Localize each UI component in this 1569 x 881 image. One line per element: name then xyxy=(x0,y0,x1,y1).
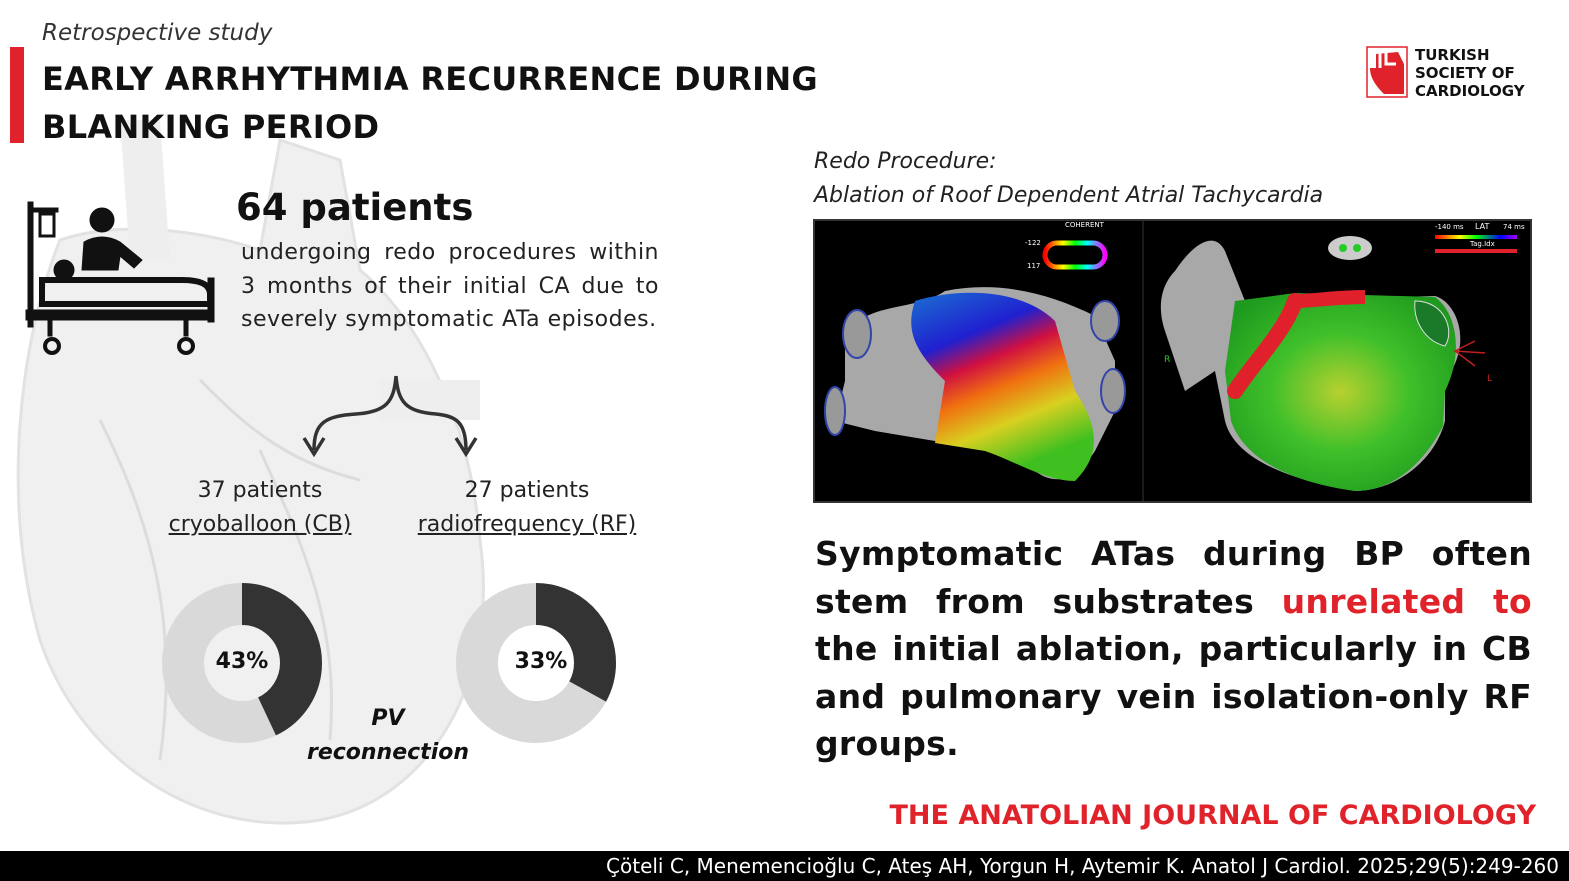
group-count: 37 patients xyxy=(197,478,323,503)
logo-line: SOCIETY OF xyxy=(1415,64,1515,82)
activation-maps xyxy=(824,221,1517,501)
lat-label: LAT xyxy=(1475,222,1490,231)
finding-highlight: unrelated to xyxy=(1281,581,1533,621)
lat-min: -140 ms xyxy=(1435,223,1464,231)
title-line: EARLY ARRHYTHMIA RECURRENCE DURING xyxy=(42,60,818,98)
title-line: BLANKING PERIOD xyxy=(42,108,380,146)
caption-line: Redo Procedure: xyxy=(814,149,997,174)
pv-reconnection-label: PV reconnection xyxy=(300,702,476,770)
map-title: COHERENT xyxy=(1065,221,1104,229)
study-description: undergoing redo procedures within 3 mont… xyxy=(241,240,659,332)
heart-logo-icon xyxy=(1366,46,1408,98)
group-name: cryoballoon (CB) xyxy=(168,512,352,537)
journal-name: THE ANATOLIAN JOURNAL OF CARDIOLOGY xyxy=(889,800,1537,831)
group-cb: 37 patients cryoballoon (CB) xyxy=(150,474,370,542)
logo-text: TURKISH SOCIETY OF CARDIOLOGY xyxy=(1415,46,1525,100)
orientation-r: R xyxy=(1164,355,1171,365)
orientation-l: L xyxy=(1487,374,1493,384)
logo-line: TURKISH xyxy=(1415,46,1490,64)
split-arrows-icon xyxy=(302,375,478,458)
redo-procedure-caption: Redo Procedure: Ablation of Roof Depende… xyxy=(814,145,1323,213)
donut-segment-pv-reconnection xyxy=(456,583,616,743)
map-scale-min: 117 xyxy=(1027,262,1041,270)
hospital-bed-patient-icon xyxy=(25,201,215,355)
donut-segment-pv-reconnection xyxy=(162,583,322,743)
pv-line: reconnection xyxy=(306,740,470,765)
donut-cb-label: 43% xyxy=(215,649,269,674)
finding-text: Symptomatic ATas during BP often stem fr… xyxy=(815,534,1532,621)
electroanatomic-map-image: COHERENT -122 117 -140 ms LAT 74 ms Tag.… xyxy=(813,219,1532,503)
lat-max: 74 ms xyxy=(1503,223,1525,231)
group-count: 27 patients xyxy=(464,478,590,503)
title-accent-bar xyxy=(10,47,24,143)
finding-text: the initial ablation, particularly in CB… xyxy=(815,629,1532,763)
donut-rf-label: 33% xyxy=(514,649,568,674)
tsc-logo: TURKISH SOCIETY OF CARDIOLOGY xyxy=(1366,46,1536,100)
study-type: Retrospective study xyxy=(42,20,273,46)
pv-line: PV xyxy=(371,706,405,731)
logo-line: CARDIOLOGY xyxy=(1415,82,1525,100)
caption-line: Ablation of Roof Dependent Atrial Tachyc… xyxy=(814,183,1324,208)
citation-footer: Çöteli C, Menemencioğlu C, Ateş AH, Yorg… xyxy=(0,851,1569,881)
patient-count: 64 patients xyxy=(236,186,474,229)
group-name: radiofrequency (RF) xyxy=(417,512,637,537)
page-title: EARLY ARRHYTHMIA RECURRENCE DURING BLANK… xyxy=(42,55,818,151)
key-finding: Symptomatic ATas during BP often stem fr… xyxy=(815,530,1532,768)
tag-index-label: Tag.Idx xyxy=(1470,240,1495,248)
donut-rf xyxy=(456,583,616,743)
group-rf: 27 patients radiofrequency (RF) xyxy=(396,474,658,542)
map-scale-max: -122 xyxy=(1025,239,1041,247)
donut-cb xyxy=(162,583,322,743)
